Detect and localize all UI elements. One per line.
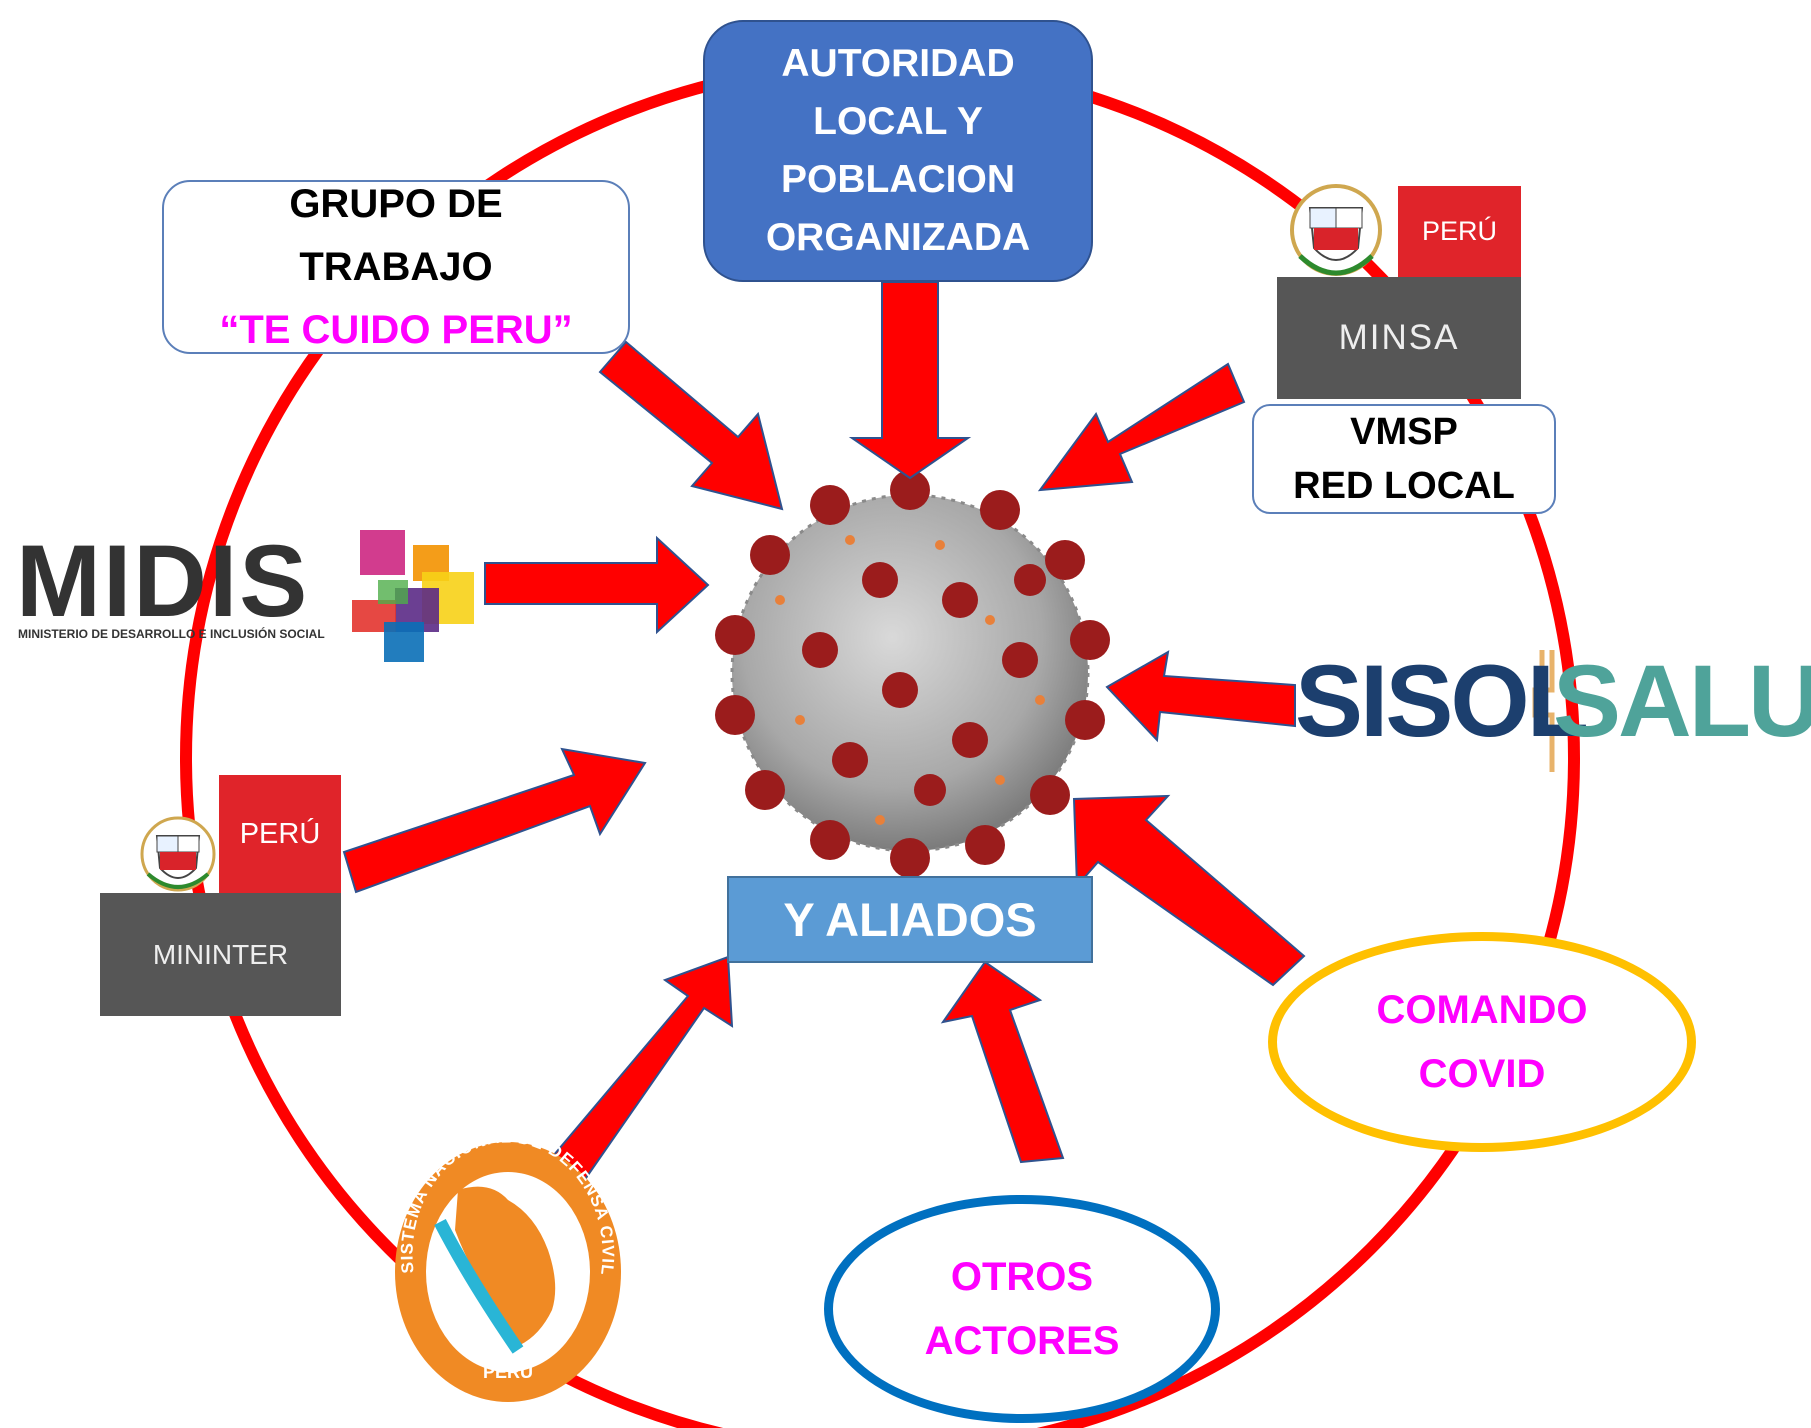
arrow-minsa (1037, 362, 1246, 492)
autoridad-line-3: POBLACION (781, 158, 1015, 201)
minsa-peru-block: PERÚ (1398, 186, 1521, 277)
midis-logo-squares (352, 530, 474, 662)
arrow-mininter (342, 747, 647, 894)
grupo-trabajo-box: GRUPO DE TRABAJO “TE CUIDO PERU” (162, 180, 630, 354)
comando-line-1: COMANDO (1376, 988, 1588, 1032)
y-aliados-box: Y ALIADOS (727, 876, 1093, 963)
arrow-otros (940, 960, 1065, 1164)
sisol-text: SISOL (1295, 644, 1589, 758)
midis-logo-text: MIDIS (16, 524, 310, 638)
midis-subtitle: MINISTERIO DE DESARROLLO E INCLUSIÓN SOC… (18, 627, 325, 641)
vmsp-line-2: RED LOCAL (1293, 465, 1515, 507)
autoridad-local-box: AUTORIDAD LOCAL Y POBLACION ORGANIZADA (703, 20, 1093, 282)
arrow-midis (484, 535, 710, 635)
vmsp-line-1: VMSP (1350, 411, 1458, 453)
sisol-plus-icon (1532, 650, 1555, 772)
autoridad-line-1: AUTORIDAD (781, 42, 1015, 85)
arrow-grupo (598, 340, 784, 511)
autoridad-line-2: LOCAL Y (813, 100, 983, 143)
arrow-comando (1072, 794, 1306, 987)
peru-seal-minsa (1290, 184, 1382, 276)
arrow-autoridad (848, 281, 972, 480)
peru-seal-mininter (140, 816, 216, 892)
grupo-line-2: TRABAJO (299, 244, 493, 289)
grupo-line-3: “TE CUIDO PERU” (219, 307, 573, 352)
grupo-line-1: GRUPO DE (289, 181, 503, 226)
comando-line-2: COVID (1418, 1052, 1546, 1096)
minsa-name-block: MINSA (1277, 277, 1521, 399)
mininter-peru-block: PERÚ (219, 775, 341, 893)
autoridad-line-4: ORGANIZADA (765, 216, 1031, 259)
indeci-bottom-text: PERÚ (483, 1361, 533, 1382)
salud-text: SALUD (1553, 644, 1811, 758)
arrow-indeci (546, 955, 734, 1190)
otros-actores-ellipse: OTROS ACTORES (824, 1195, 1220, 1423)
defensa-civil-logo: SISTEMA NACIONAL DE DEFENSA CIVIL PERÚ (395, 1127, 621, 1402)
vmsp-box: VMSP RED LOCAL (1252, 404, 1556, 514)
arrow-sisol (1105, 650, 1296, 743)
comando-covid-ellipse: COMANDO COVID (1268, 932, 1696, 1152)
mininter-name-block: MININTER (100, 893, 341, 1016)
coronavirus-image (715, 470, 1110, 878)
otros-line-1: OTROS (950, 1255, 1094, 1299)
otros-line-2: ACTORES (924, 1319, 1120, 1363)
